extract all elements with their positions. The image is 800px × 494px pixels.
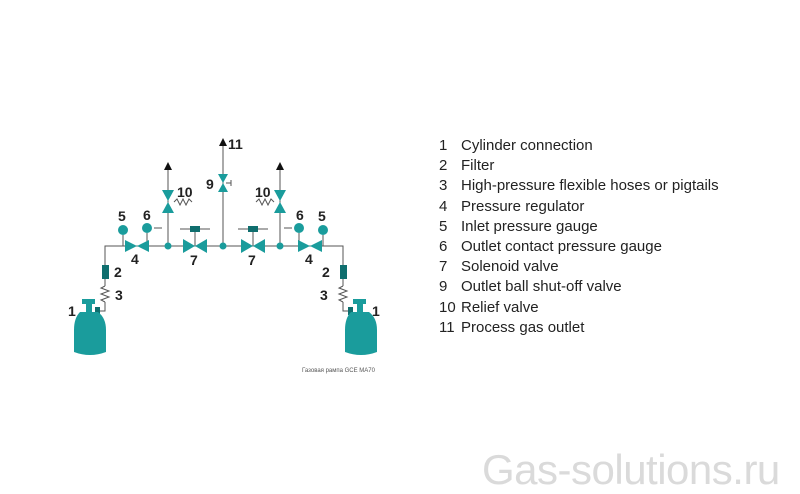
label-6-left: 6 bbox=[143, 207, 151, 223]
junction-left bbox=[164, 242, 172, 250]
cylinder-left bbox=[74, 299, 106, 355]
legend-text: Pressure regulator bbox=[461, 197, 585, 215]
legend-text: Cylinder connection bbox=[461, 137, 593, 154]
pressure-regulator-left bbox=[125, 240, 149, 252]
label-10-right: 10 bbox=[255, 184, 271, 200]
relief-spring-left bbox=[173, 197, 193, 207]
outlet-arrow bbox=[219, 138, 227, 146]
legend-num: 7 bbox=[439, 258, 448, 276]
label-4-left: 4 bbox=[131, 251, 139, 267]
legend-num: 4 bbox=[439, 197, 448, 215]
legend-text: Outlet contact pressure gauge bbox=[461, 238, 662, 256]
legend-item: 3 High-pressure flexible hoses or pigtail… bbox=[439, 176, 719, 196]
label-2-left: 2 bbox=[114, 264, 122, 280]
pressure-regulator-right bbox=[298, 240, 322, 252]
watermark: Gas-solutions.ru bbox=[482, 446, 780, 493]
legend-text: Solenoid valve bbox=[461, 258, 559, 276]
legend-item: 10 Relief valve bbox=[439, 298, 719, 318]
legend-item: 9 Outlet ball shut-off valve bbox=[439, 277, 719, 297]
legend-item: 7 Solenoid valve bbox=[439, 257, 719, 277]
label-11: 11 bbox=[228, 136, 243, 152]
legend-num: 1 bbox=[439, 137, 448, 154]
junction-right bbox=[276, 242, 284, 250]
outlet-gauge-right bbox=[294, 223, 304, 233]
legend-num: 9 bbox=[439, 278, 448, 296]
label-7-right: 7 bbox=[248, 252, 256, 268]
legend-text: High-pressure flexible hoses or pigtails bbox=[461, 177, 719, 195]
label-3-left: 3 bbox=[115, 287, 123, 303]
legend-text: Outlet ball shut-off valve bbox=[461, 278, 622, 296]
label-10-left: 10 bbox=[177, 184, 193, 200]
legend-num: 10 bbox=[439, 298, 456, 316]
legend-text: Inlet pressure gauge bbox=[461, 217, 598, 235]
label-9: 9 bbox=[206, 176, 214, 192]
hose-spring-right bbox=[337, 285, 349, 303]
vent-arrow-right bbox=[276, 162, 284, 170]
legend-text: Filter bbox=[461, 157, 495, 175]
legend-num: 3 bbox=[439, 177, 448, 195]
vent-arrow-left bbox=[164, 162, 172, 170]
diagram-caption: Газовая рампа GCE MA70 bbox=[302, 368, 376, 374]
legend-num: 2 bbox=[439, 157, 448, 175]
inlet-gauge-right bbox=[318, 225, 328, 235]
label-5-right: 5 bbox=[318, 208, 326, 224]
legend-text: Process gas outlet bbox=[461, 318, 585, 336]
legend-item: 2 Filter bbox=[439, 156, 719, 176]
filter-left bbox=[102, 265, 109, 279]
label-2-right: 2 bbox=[322, 264, 330, 280]
legend-item: 5 Inlet pressure gauge bbox=[439, 217, 719, 237]
inlet-gauge-left bbox=[118, 225, 128, 235]
legend-item: 11 Process gas outlet bbox=[439, 318, 719, 338]
legend-item: 1 Cylinder connection bbox=[439, 136, 719, 156]
solenoid-valve-right bbox=[241, 226, 265, 253]
label-6-right: 6 bbox=[296, 207, 304, 223]
relief-valve-left bbox=[162, 190, 174, 213]
filter-right bbox=[340, 265, 347, 279]
solenoid-valve-left bbox=[183, 226, 207, 253]
cylinder-right bbox=[345, 299, 377, 355]
label-4-right: 4 bbox=[305, 251, 313, 267]
junction-center bbox=[219, 242, 227, 250]
label-5-left: 5 bbox=[118, 208, 126, 224]
label-1-right: 1 bbox=[372, 303, 380, 319]
label-1-left: 1 bbox=[68, 303, 76, 319]
hose-spring-left bbox=[99, 285, 111, 303]
legend-num: 11 bbox=[439, 318, 455, 336]
label-7-left: 7 bbox=[190, 252, 198, 268]
label-3-right: 3 bbox=[320, 287, 328, 303]
relief-spring-right bbox=[255, 197, 275, 207]
legend-text: Relief valve bbox=[461, 298, 539, 316]
legend-num: 5 bbox=[439, 217, 448, 235]
legend-item: 6 Outlet contact pressure gauge bbox=[439, 237, 719, 257]
outlet-ball-valve bbox=[218, 174, 232, 192]
legend-item: 4 Pressure regulator bbox=[439, 197, 719, 217]
legend: 1 Cylinder connection 2 Filter 3 High-press… bbox=[439, 136, 719, 338]
legend-num: 6 bbox=[439, 238, 448, 256]
pipes bbox=[100, 146, 348, 312]
outlet-gauge-left bbox=[142, 223, 152, 233]
relief-valve-right bbox=[274, 190, 286, 213]
